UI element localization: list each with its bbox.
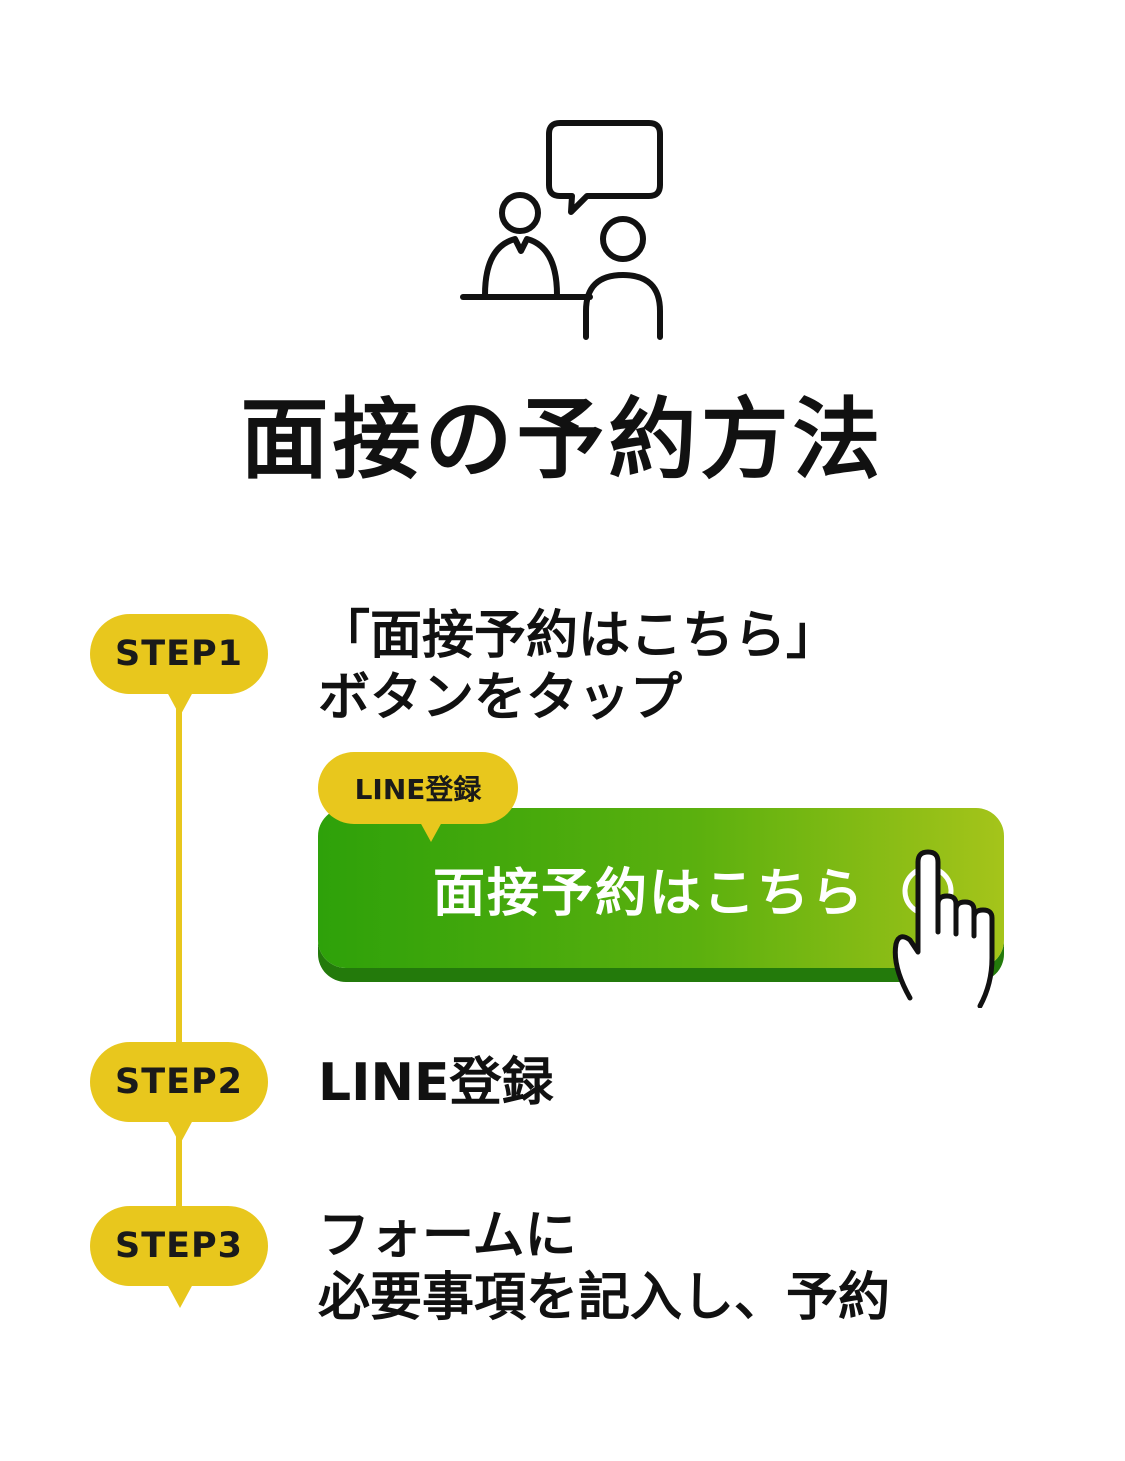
step2-text-line: LINE登録 <box>318 1053 554 1113</box>
reservation-button-label: 面接予約はこちら <box>433 863 866 924</box>
timeline-line <box>176 700 182 1050</box>
page-title: 面接の予約方法 <box>240 388 885 491</box>
step1-badge: STEP1 <box>90 614 268 716</box>
timeline-line <box>176 1122 182 1212</box>
step1-text-line: ボタンをタップ <box>318 668 683 729</box>
interview-icon <box>460 120 663 340</box>
step3-text-line: 必要事項を記入し、予約 <box>318 1268 891 1329</box>
step3-text: フォームに 必要事項を記入し、予約 <box>318 1205 890 1330</box>
step2-badge: STEP2 <box>90 1042 268 1144</box>
step3-text-line: フォームに <box>318 1206 577 1266</box>
cta-area: 面接予約はこちら <box>318 808 1006 1008</box>
reservation-button[interactable]: 面接予約はこちら <box>318 808 1004 968</box>
step3-badge: STEP3 <box>90 1206 268 1308</box>
line-register-tag: LINE登録 <box>318 752 518 842</box>
step1-text: 「面接予約はこちら」 ボタンをタップ <box>318 605 838 730</box>
step2-text: LINE登録 <box>318 1052 554 1114</box>
pointing-hand-icon <box>892 849 995 1008</box>
step1-text-line: 「面接予約はこちら」 <box>318 606 839 666</box>
